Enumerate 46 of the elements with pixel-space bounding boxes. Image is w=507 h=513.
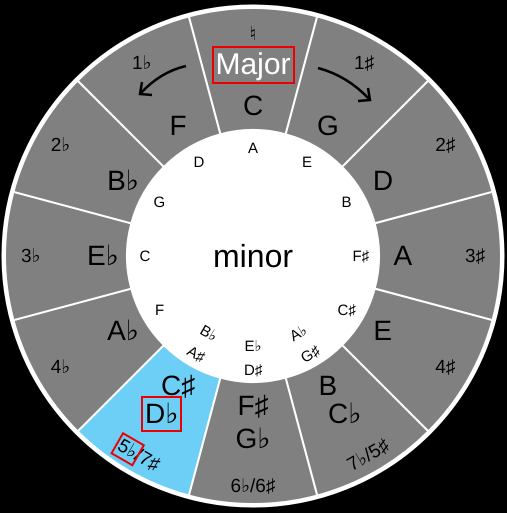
- key-signature: 7♭/5♯: [344, 436, 392, 475]
- key-signature: 3♯: [465, 246, 486, 266]
- minor-key: F♯: [352, 248, 370, 264]
- minor-key: E♭: [244, 338, 262, 354]
- key-name: C: [243, 92, 264, 120]
- minor-key: E: [302, 154, 312, 170]
- key-name: C♯: [161, 372, 196, 400]
- key-signature: 4♭: [50, 358, 70, 376]
- center-label: minor: [213, 240, 294, 272]
- minor-key: D♯: [244, 362, 262, 378]
- key-signature: 6♭/6♯: [230, 476, 276, 496]
- key-name: B♭: [107, 167, 139, 195]
- key-name: F: [170, 112, 187, 140]
- key-signature: 2♭: [50, 136, 70, 154]
- key-signature: 4♯: [435, 358, 456, 376]
- key-name: F♯: [238, 392, 269, 420]
- key-signature: 3♭: [21, 246, 41, 266]
- key-name: A: [394, 242, 412, 270]
- key-signature: 5♭/7♯: [114, 436, 162, 475]
- key-name: G♭: [236, 425, 270, 453]
- key-name: A♭: [107, 317, 139, 345]
- minor-key: G: [153, 194, 166, 210]
- key-name: E♭: [87, 242, 119, 270]
- key-signature: 2♯: [435, 136, 456, 154]
- key-signature: 1♭: [132, 54, 152, 74]
- minor-key: A♯: [184, 344, 208, 366]
- key-signature: 1♯: [354, 54, 374, 74]
- key-name: C♭: [328, 400, 362, 428]
- key-sector: [341, 79, 494, 225]
- key-name: D: [372, 167, 394, 195]
- key-sector: [284, 344, 430, 497]
- key-sector: [12, 79, 165, 225]
- key-name: E: [373, 317, 392, 345]
- key-sector: [373, 190, 502, 322]
- minor-key: C♯: [338, 302, 356, 318]
- key-signature: ♮: [250, 24, 256, 44]
- minor-key: B: [342, 194, 352, 210]
- minor-key: F: [154, 302, 164, 318]
- minor-key: B♭: [196, 323, 220, 345]
- minor-key: C: [140, 248, 150, 264]
- minor-key: A♭: [286, 323, 310, 345]
- minor-key: D: [194, 154, 204, 170]
- key-name: G: [317, 112, 339, 140]
- minor-key: G♯: [298, 343, 322, 366]
- key-name: B: [318, 372, 338, 400]
- minor-key: A: [248, 140, 258, 156]
